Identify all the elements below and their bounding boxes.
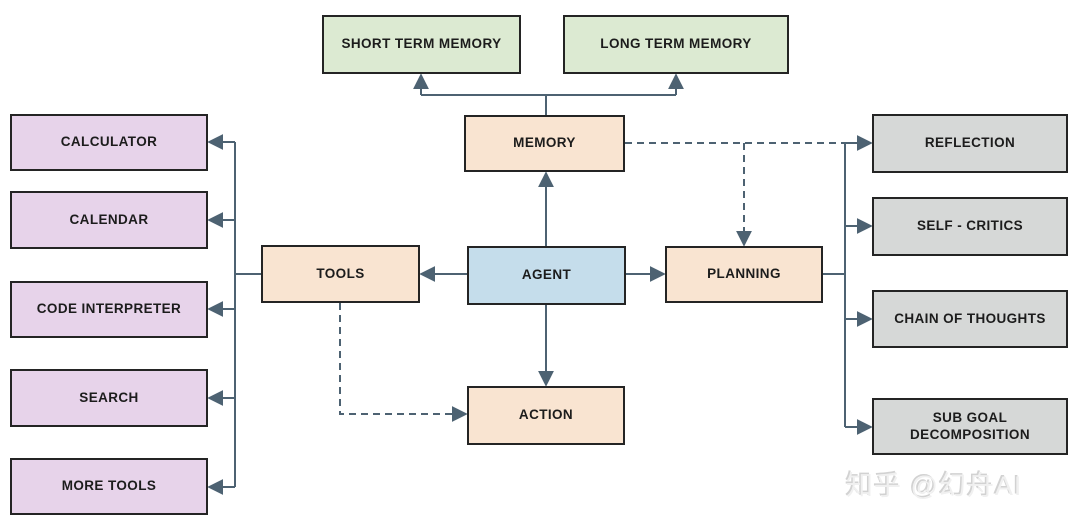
node-action: ACTION [467,386,625,445]
node-memory: MEMORY [464,115,625,172]
node-chain-of-thoughts: CHAIN OF THOUGHTS [872,290,1068,348]
node-reflection: REFLECTION [872,114,1068,173]
node-label: SEARCH [79,389,139,405]
node-self-critics: SELF - CRITICS [872,197,1068,256]
node-label: PLANNING [707,266,781,282]
node-label: REFLECTION [924,135,1016,151]
node-label: SELF - CRITICS [916,218,1024,234]
node-more-tools: MORE TOOLS [10,458,208,515]
node-calendar: CALENDAR [10,191,208,249]
node-sub-goal-decomposition: SUB GOAL DECOMPOSITION [872,398,1068,455]
node-agent: AGENT [467,246,626,305]
node-label: CODE INTERPRETER [36,301,182,317]
node-label: SUB GOAL DECOMPOSITION [910,409,1030,442]
node-label: MORE TOOLS [61,478,157,494]
node-label: AGENT [521,267,572,283]
watermark: 知乎 @幻舟AI [846,471,1023,501]
connector-tools-action-dashed [339,303,468,422]
node-label: TOOLS [316,265,365,281]
node-label: LONG TERM MEMORY [600,36,752,52]
node-label: ACTION [518,407,574,423]
node-label: CHAIN OF THOUGHTS [894,310,1046,326]
node-label: MEMORY [513,135,576,151]
node-planning: PLANNING [665,246,823,303]
node-label: CALENDAR [69,211,149,227]
node-label: CALCULATOR [60,134,158,150]
node-search: SEARCH [10,369,208,427]
node-label: SHORT TERM MEMORY [341,36,502,52]
node-long-term-memory: LONG TERM MEMORY [563,15,789,74]
node-short-term-memory: SHORT TERM MEMORY [322,15,521,74]
node-calculator: CALCULATOR [10,114,208,171]
node-tools: TOOLS [261,245,420,303]
node-code-interpreter: CODE INTERPRETER [10,281,208,338]
